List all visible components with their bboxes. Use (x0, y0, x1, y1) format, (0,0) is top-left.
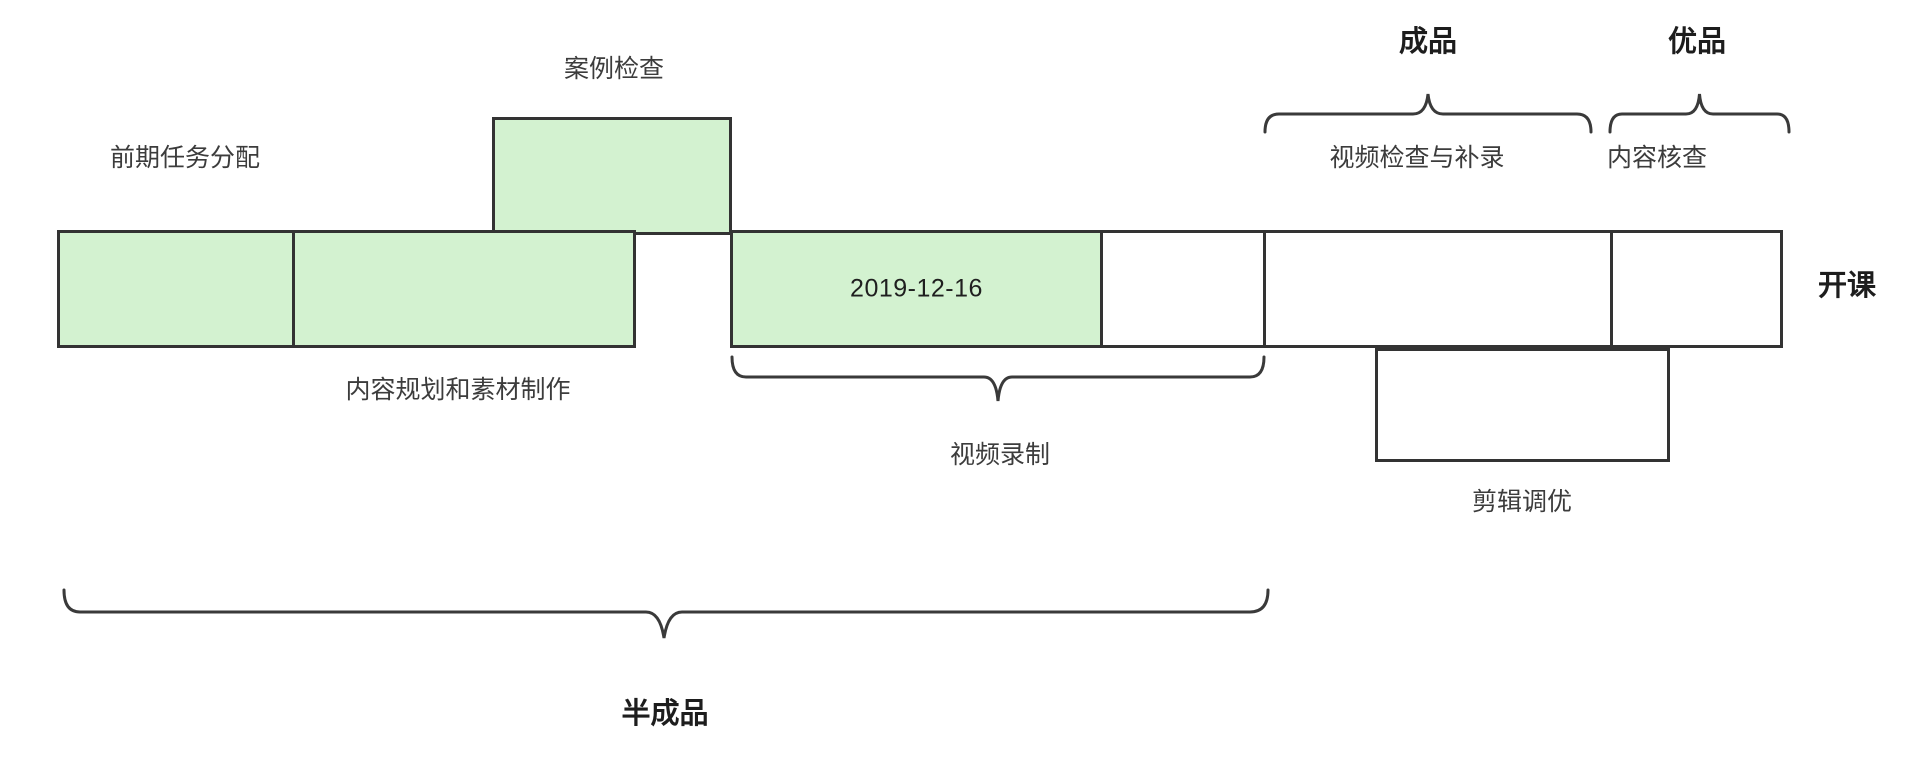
label-case-check: 案例检查 (563, 55, 665, 83)
content-review-box[interactable] (1610, 230, 1783, 348)
brace-semi-finished (62, 588, 1270, 640)
label-video-check-supplement: 视频检查与补录 (1329, 144, 1505, 172)
label-editing-optimization: 剪辑调优 (1471, 488, 1573, 516)
group-label-finished-product: 成品 (1398, 26, 1458, 58)
editing-optimization-box[interactable] (1375, 348, 1670, 462)
label-semi-finished: 半成品 (621, 698, 709, 730)
task-assignment-box[interactable] (57, 230, 295, 348)
brace-premium-product (1608, 92, 1791, 134)
milestone-label-kaike: 开课 (1818, 270, 1877, 302)
video-check-box[interactable] (1263, 230, 1613, 348)
case-check-box[interactable] (492, 117, 732, 235)
brace-finished-product (1263, 92, 1593, 134)
brace-video-recording (730, 355, 1266, 403)
video-recording-box[interactable]: 2019-12-16 (730, 230, 1103, 348)
video-recording-date: 2019-12-16 (850, 274, 983, 303)
label-video-recording: 视频录制 (949, 441, 1051, 469)
label-content-review: 内容核查 (1606, 144, 1708, 172)
content-planning-box[interactable] (292, 230, 636, 348)
recording-buffer-box[interactable] (1100, 230, 1266, 348)
group-label-premium-product: 优品 (1667, 26, 1727, 58)
label-content-planning: 内容规划和素材制作 (345, 376, 571, 404)
label-task-assignment: 前期任务分配 (109, 144, 261, 172)
